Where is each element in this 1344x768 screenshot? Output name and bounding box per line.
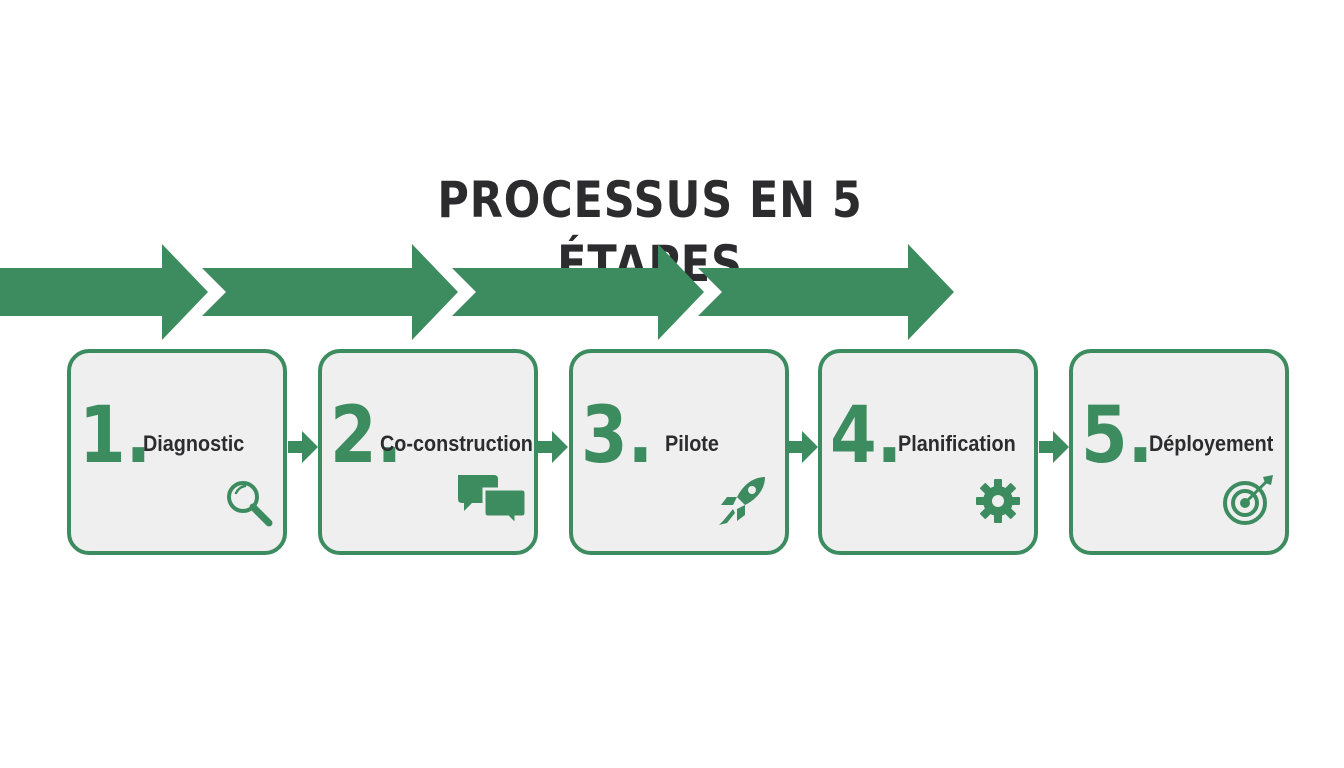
step-label: Planification	[898, 431, 1016, 456]
connector-arrow-3	[788, 431, 818, 463]
step-label: Déployement	[1149, 431, 1274, 456]
target-icon	[1223, 475, 1273, 525]
gear-icon	[976, 479, 1020, 523]
progress-arrow-1	[0, 244, 208, 340]
step-label: Pilote	[665, 431, 719, 456]
progress-arrow-4	[698, 244, 954, 340]
step-pilote: 3. Pilote	[569, 349, 789, 555]
rocket-icon	[719, 477, 765, 525]
step-co-construction: 2. Co-construction	[318, 349, 538, 555]
connector-arrow-1	[288, 431, 318, 463]
progress-arrows	[0, 244, 954, 340]
step-number: 5.	[1081, 391, 1154, 481]
step-label: Diagnostic	[143, 431, 245, 456]
step-number: 1.	[79, 391, 152, 481]
step-planification: 4. Planification	[818, 349, 1038, 555]
step-diagnostic: 1. Diagnostic	[67, 349, 287, 555]
connector-arrow-4	[1039, 431, 1069, 463]
magnifying-glass-icon	[227, 481, 273, 527]
progress-arrow-3	[452, 244, 704, 340]
diagram-title: PROCESSUS EN 5 ÉTAPES	[437, 171, 863, 293]
step-number: 3.	[581, 391, 654, 481]
step-number: 2.	[330, 391, 403, 481]
connector-arrow-2	[538, 431, 568, 463]
progress-arrow-2	[202, 244, 458, 340]
step-label: Co-construction	[380, 431, 533, 456]
step-deployement: 5. Déployement	[1069, 349, 1289, 555]
speech-bubbles-icon	[458, 475, 528, 529]
step-number: 4.	[830, 391, 903, 481]
